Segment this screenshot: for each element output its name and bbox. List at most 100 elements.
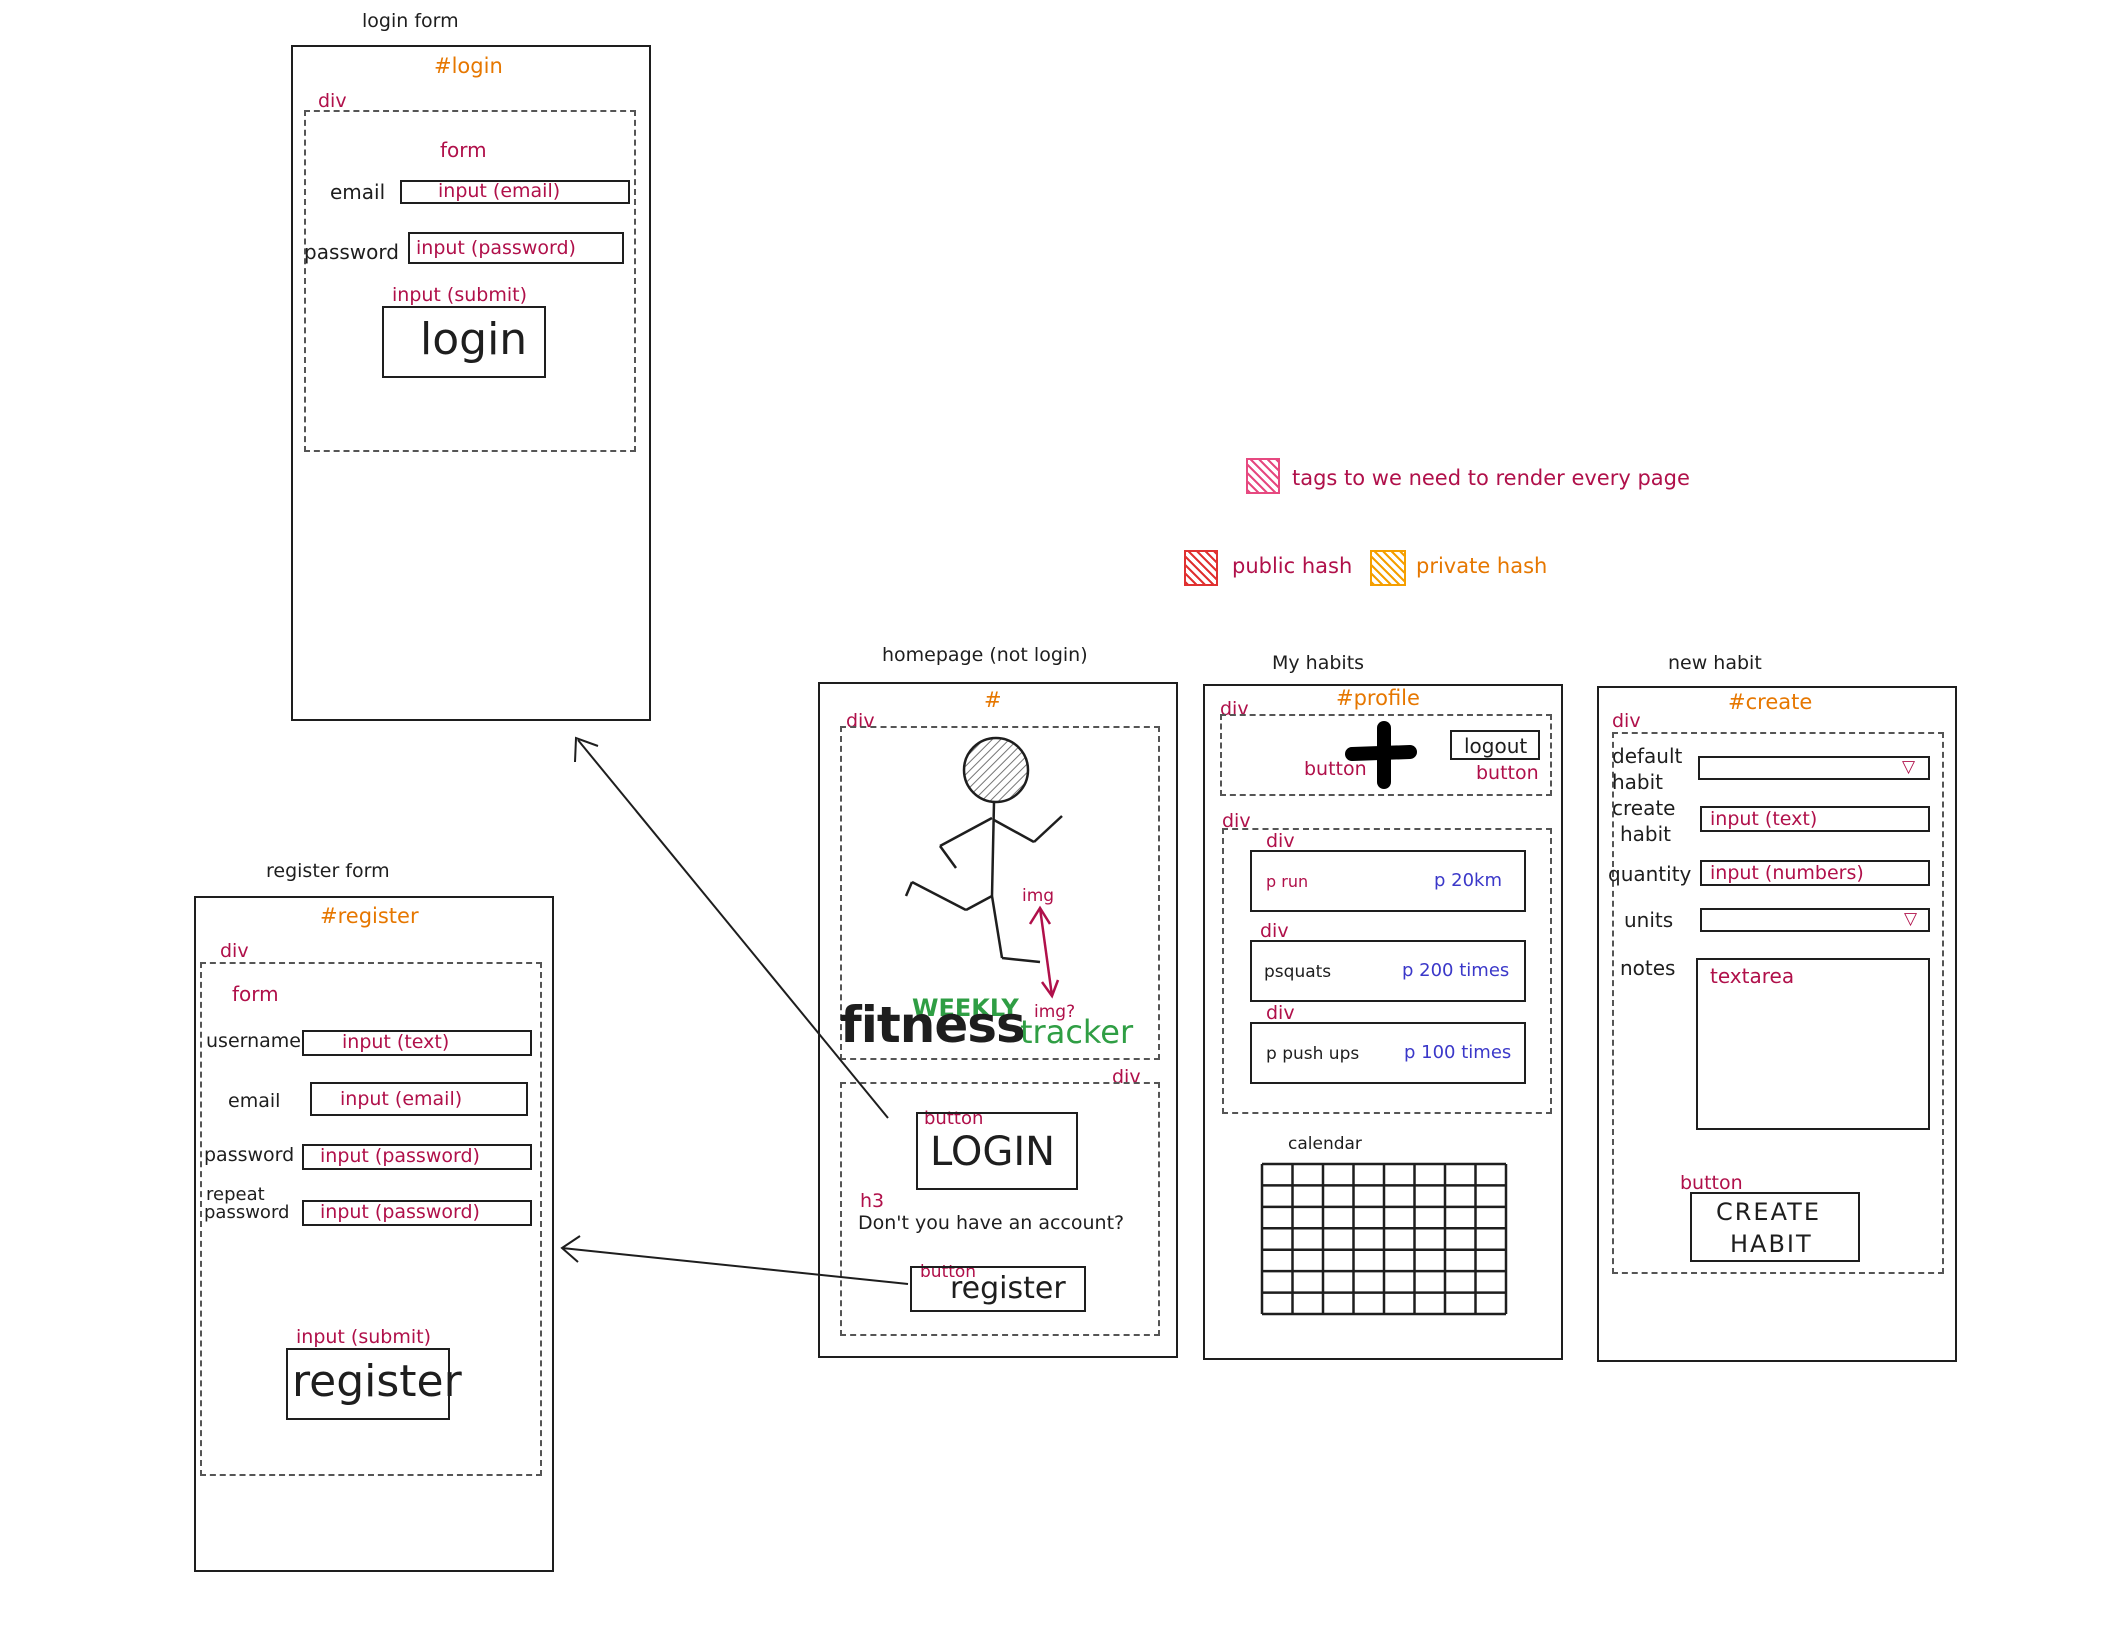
habits-div-list-tag: div	[1222, 810, 1251, 832]
create-button-tag: button	[1680, 1172, 1743, 1194]
home-frame	[818, 682, 1178, 1358]
arrow-to-register-icon	[560, 1235, 909, 1285]
habits-item[interactable]: psquats p 200 times	[1250, 940, 1526, 1002]
login-title: login form	[362, 10, 459, 32]
habits-logout-text: logout	[1464, 734, 1528, 758]
create-div-tag: div	[1612, 710, 1641, 732]
home-login-button[interactable]: LOGIN	[916, 1112, 1078, 1190]
habits-item-value: p 20km	[1434, 870, 1503, 891]
home-logo-weekly: WEEKLY	[912, 994, 1019, 1022]
home-logo-tracker: tracker	[1020, 1013, 1134, 1051]
register-password-input[interactable]: input (password)	[302, 1144, 532, 1170]
home-h3-tag: h3	[860, 1190, 885, 1212]
chevron-down-icon: ▽	[1902, 757, 1916, 777]
login-div	[304, 110, 636, 452]
habits-item-value: p 100 times	[1404, 1042, 1512, 1063]
home-img-tag: img	[1022, 886, 1055, 906]
legend-public-swatch	[1184, 550, 1218, 586]
home-register-button[interactable]: register	[910, 1266, 1086, 1312]
home-register-text: register	[950, 1271, 1066, 1306]
habits-frame	[1203, 684, 1563, 1360]
plus-icon	[1345, 721, 1417, 789]
register-submit-tag: input (submit)	[296, 1326, 431, 1348]
register-repeat-label-1: repeat	[206, 1184, 265, 1205]
create-create-label-1: create	[1612, 796, 1676, 820]
create-default-select[interactable]: ▽	[1698, 756, 1930, 780]
legend-tags-label: tags to we need to render every page	[1292, 466, 1690, 490]
arrow-to-login-icon	[574, 736, 889, 1119]
login-password-label: password	[304, 240, 399, 264]
home-title: homepage (not login)	[882, 644, 1088, 666]
register-password-input-tag: input (password)	[320, 1145, 480, 1167]
runner-head-icon	[962, 736, 1030, 804]
create-quantity-label: quantity	[1608, 862, 1692, 886]
legend-tags-swatch	[1246, 458, 1280, 494]
create-frame	[1597, 686, 1957, 1362]
register-password-label: password	[204, 1144, 295, 1166]
register-div-tag: div	[220, 940, 249, 962]
login-email-input[interactable]: input (email)	[400, 180, 630, 204]
register-hash: #register	[320, 904, 419, 928]
login-submit-text: login	[420, 314, 528, 365]
login-email-label: email	[330, 180, 386, 204]
create-units-select[interactable]: ▽	[1700, 908, 1930, 932]
register-repeat-input[interactable]: input (password)	[302, 1200, 532, 1226]
create-title: new habit	[1668, 652, 1762, 674]
habits-item[interactable]: p push ups p 100 times	[1250, 1022, 1526, 1084]
home-login-tag: button	[924, 1108, 984, 1129]
home-div-top-tag: div	[846, 710, 875, 732]
home-img-q-tag: img?	[1034, 1002, 1076, 1022]
create-name-input[interactable]: input (text)	[1700, 806, 1930, 832]
habits-item-name: p run	[1266, 872, 1309, 891]
create-units-label: units	[1624, 908, 1674, 932]
home-logo-fitness: fitness	[840, 996, 1026, 1054]
login-password-input[interactable]: input (password)	[408, 232, 624, 264]
habits-calendar-label: calendar	[1288, 1134, 1362, 1154]
login-email-input-tag: input (email)	[438, 180, 561, 202]
create-default-label-2: habit	[1612, 770, 1664, 794]
register-frame	[194, 896, 554, 1572]
register-username-input[interactable]: input (text)	[302, 1030, 532, 1056]
habits-item-div-tag: div	[1260, 920, 1289, 942]
register-repeat-input-tag: input (password)	[320, 1201, 480, 1223]
legend-private-swatch	[1370, 550, 1406, 586]
habits-title: My habits	[1272, 652, 1365, 674]
login-submit-button[interactable]: login	[382, 306, 546, 378]
create-notes-textarea[interactable]: textarea	[1696, 958, 1930, 1130]
register-title: register form	[266, 860, 390, 882]
legend-private-label: private hash	[1416, 554, 1548, 578]
habits-div-top	[1220, 714, 1552, 796]
runner-body-icon	[904, 801, 1063, 964]
home-h3-text: Don't you have an account?	[858, 1212, 1125, 1234]
create-textarea-tag: textarea	[1710, 964, 1795, 988]
create-notes-label: notes	[1620, 956, 1676, 980]
register-email-input-tag: input (email)	[340, 1088, 463, 1110]
habits-logout-button[interactable]: logout	[1450, 730, 1540, 760]
habits-plus-tag: button	[1304, 758, 1367, 780]
chevron-down-icon: ▽	[1904, 909, 1918, 929]
create-create-label-2: habit	[1620, 822, 1672, 846]
habits-item-value: p 200 times	[1402, 960, 1510, 981]
create-hash: #create	[1728, 690, 1813, 714]
create-quantity-input[interactable]: input (numbers)	[1700, 860, 1930, 886]
habits-item[interactable]: p run p 20km	[1250, 850, 1526, 912]
register-repeat-label-2: password	[204, 1202, 290, 1223]
create-habit-button[interactable]: CREATE HABIT	[1690, 1192, 1860, 1262]
login-hash: #login	[434, 54, 503, 78]
habits-item-div-tag: div	[1266, 830, 1295, 852]
create-button-text-1: CREATE	[1716, 1198, 1821, 1226]
habits-item-name: psquats	[1264, 962, 1332, 982]
login-div-tag: div	[318, 90, 347, 112]
register-username-label: username	[206, 1030, 301, 1052]
register-submit-button[interactable]: register	[286, 1348, 462, 1420]
home-hash: #	[984, 688, 1002, 712]
register-email-input[interactable]: input (email)	[310, 1082, 528, 1116]
habits-item-name: p push ups	[1266, 1044, 1360, 1064]
login-password-input-tag: input (password)	[416, 237, 576, 259]
create-quantity-input-tag: input (numbers)	[1710, 862, 1864, 884]
register-email-label: email	[228, 1090, 281, 1112]
